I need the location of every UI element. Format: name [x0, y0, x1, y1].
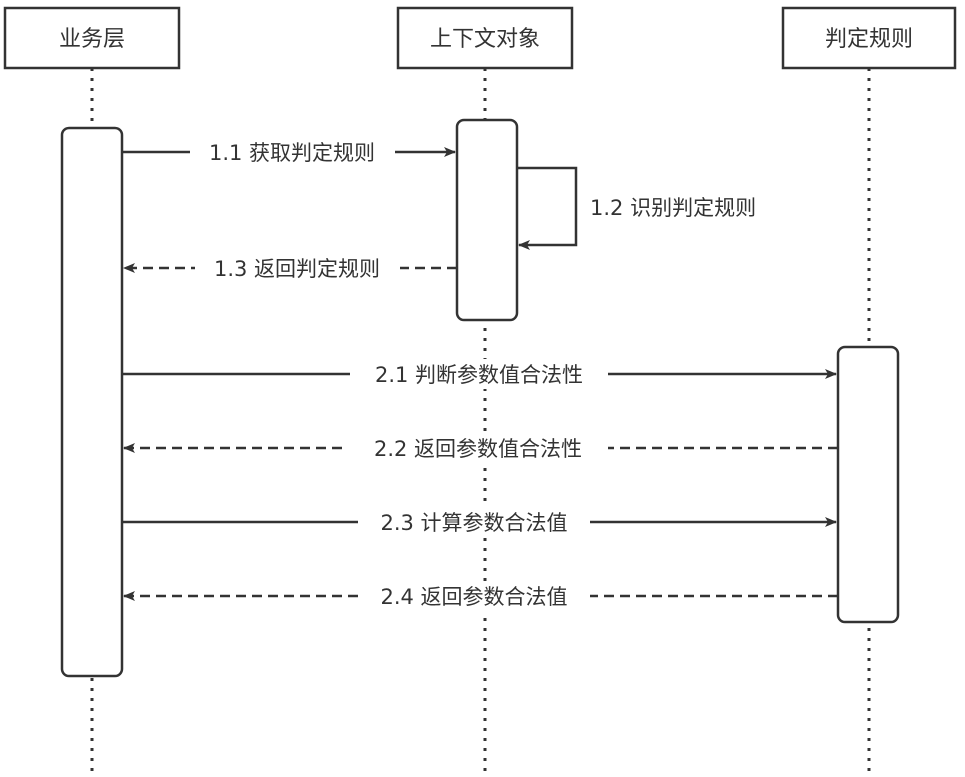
- message-2-4-label: 2.4 返回参数合法值: [380, 585, 567, 609]
- activation-rule[interactable]: [836, 345, 900, 624]
- activation-business[interactable]: [60, 126, 124, 678]
- participant-business-label: 业务层: [59, 27, 125, 52]
- message-1-2[interactable]: 1.2 识别判定规则: [517, 166, 756, 250]
- message-2-1-label: 2.1 判断参数值合法性: [375, 363, 583, 387]
- message-1-2-label: 1.2 识别判定规则: [590, 196, 756, 220]
- message-2-4[interactable]: 2.4 返回参数合法值: [123, 581, 838, 611]
- activation-context[interactable]: [455, 118, 519, 322]
- message-1-3[interactable]: 1.3 返回判定规则: [123, 253, 457, 283]
- message-2-1[interactable]: 2.1 判断参数值合法性: [122, 359, 837, 389]
- message-1-1-label: 1.1 获取判定规则: [209, 141, 375, 165]
- participant-context-label: 上下文对象: [430, 27, 540, 52]
- participant-business[interactable]: 业务层: [3, 6, 181, 70]
- message-2-2[interactable]: 2.2 返回参数值合法性: [123, 433, 838, 463]
- message-2-3-label: 2.3 计算参数合法值: [380, 511, 567, 535]
- message-2-2-label: 2.2 返回参数值合法性: [374, 437, 582, 461]
- message-2-3[interactable]: 2.3 计算参数合法值: [122, 507, 837, 537]
- participant-context[interactable]: 上下文对象: [396, 6, 574, 70]
- message-1-1[interactable]: 1.1 获取判定规则: [122, 137, 456, 167]
- participant-rule-label: 判定规则: [825, 27, 913, 52]
- participant-rule[interactable]: 判定规则: [781, 6, 957, 70]
- message-1-3-label: 1.3 返回判定规则: [214, 257, 380, 281]
